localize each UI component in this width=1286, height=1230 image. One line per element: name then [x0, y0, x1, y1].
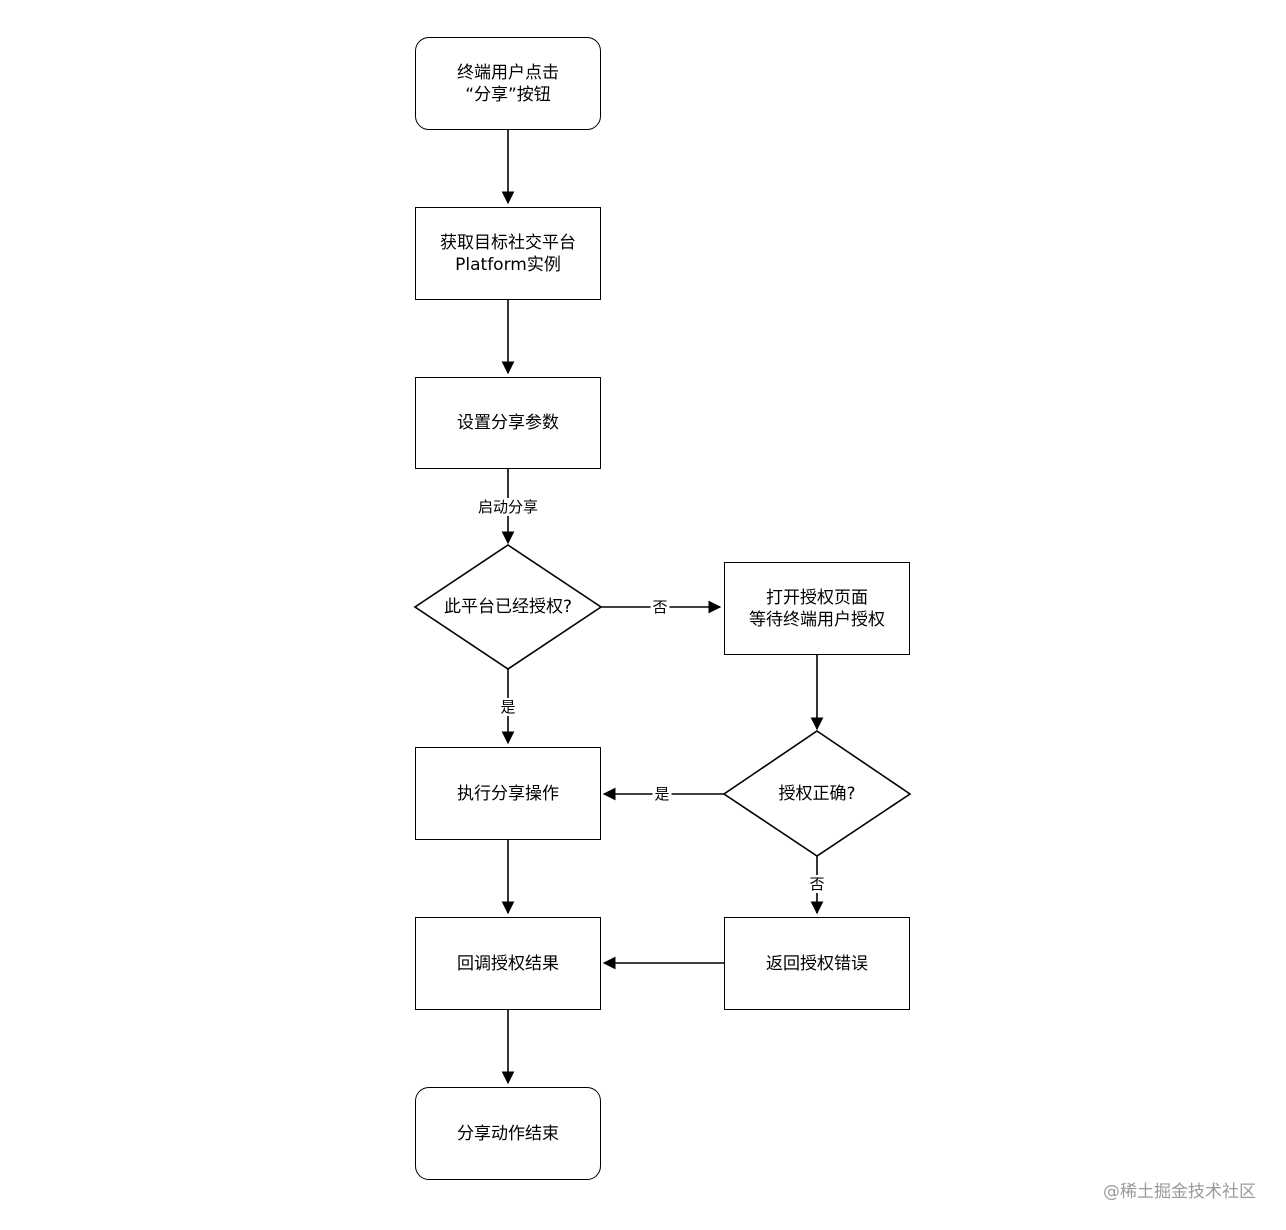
node-open-auth: 打开授权页面 等待终端用户授权 — [724, 562, 910, 655]
node-set-params: 设置分享参数 — [415, 377, 601, 469]
edge-label-start-share: 启动分享 — [475, 498, 541, 516]
node-execute-share: 执行分享操作 — [415, 747, 601, 840]
decision-auth-correct-shape — [722, 730, 912, 857]
node-end: 分享动作结束 — [415, 1087, 601, 1180]
node-authorized-decision: 此平台已经授权? — [443, 597, 573, 617]
edge-label-not-authorized: 否 — [650, 598, 670, 616]
node-return-error: 返回授权错误 — [724, 917, 910, 1010]
node-auth-correct-decision: 授权正确? — [778, 784, 856, 804]
node-callback-result: 回调授权结果 — [415, 917, 601, 1010]
edge-label-authorized-yes: 是 — [498, 698, 518, 716]
edge-label-auth-correct-no: 否 — [807, 875, 827, 893]
edge-label-auth-correct-yes: 是 — [652, 785, 672, 803]
node-start: 终端用户点击 “分享”按钮 — [415, 37, 601, 130]
node-get-platform: 获取目标社交平台 Platform实例 — [415, 207, 601, 300]
decision-authorized-shape — [413, 544, 603, 670]
watermark-text: @稀土掘金技术社区 — [1103, 1182, 1256, 1202]
